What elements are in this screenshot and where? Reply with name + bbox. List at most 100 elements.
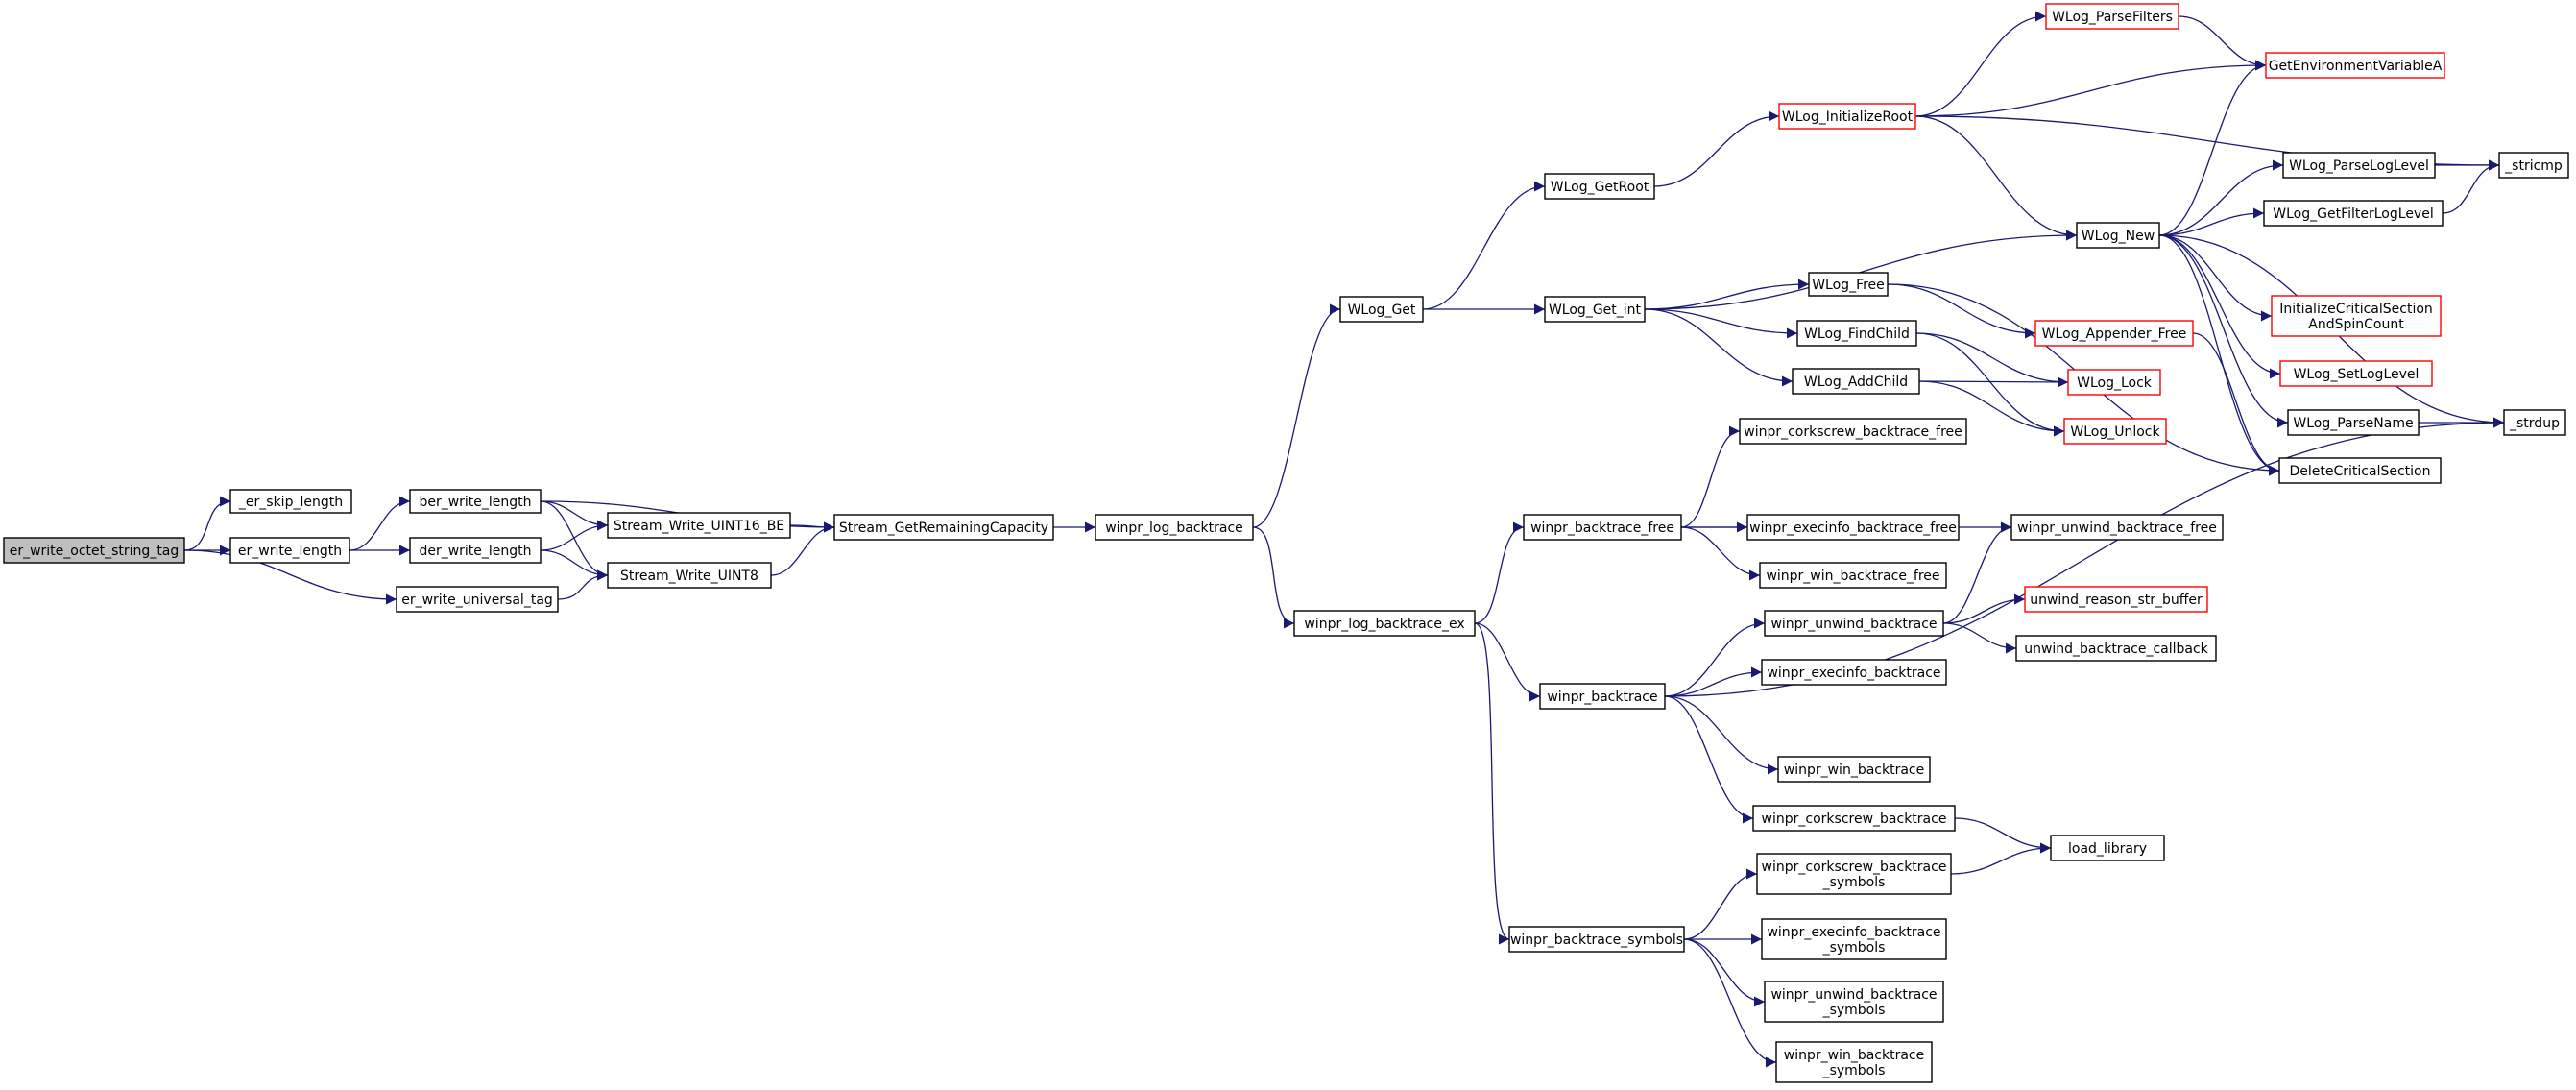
node-u16[interactable]: Stream_Write_UINT16_BE — [607, 512, 791, 539]
node-box[interactable] — [1752, 805, 1956, 832]
node-wlb[interactable]: winpr_log_backtrace — [1095, 514, 1254, 541]
node-box[interactable] — [229, 489, 352, 514]
node-uwsym[interactable]: winpr_unwind_backtrace_symbols — [1764, 981, 1944, 1023]
node-box[interactable] — [2279, 360, 2433, 387]
node-box[interactable] — [2287, 409, 2420, 436]
node-box[interactable] — [2015, 635, 2217, 662]
node-plevel[interactable]: WLog_ParseLogLevel — [2282, 152, 2436, 179]
node-box[interactable] — [409, 537, 542, 564]
node-box[interactable] — [833, 514, 1054, 541]
node-box[interactable] — [2263, 200, 2444, 227]
node-box[interactable] — [2271, 295, 2442, 337]
node-wbsym[interactable]: winpr_win_backtrace_symbols — [1775, 1041, 1933, 1083]
node-uwbt[interactable]: winpr_unwind_backtrace — [1764, 610, 1944, 637]
node-bt[interactable]: winpr_backtrace — [1539, 683, 1666, 710]
node-pfilters[interactable]: WLog_ParseFilters — [2045, 3, 2179, 30]
node-setlevel[interactable]: WLog_SetLogLevel — [2279, 360, 2433, 387]
node-box[interactable] — [1764, 981, 1944, 1023]
node-wfree[interactable]: WLog_Free — [1808, 272, 1889, 297]
node-box[interactable] — [1808, 272, 1889, 297]
node-box[interactable] — [3, 537, 185, 564]
node-box[interactable] — [1523, 514, 1682, 541]
node-box[interactable] — [2503, 409, 2566, 436]
node-root[interactable]: er_write_octet_string_tag — [3, 537, 185, 564]
node-eifree[interactable]: winpr_execinfo_backtrace_free — [1746, 514, 1960, 541]
node-box[interactable] — [1761, 659, 1947, 686]
node-eisym[interactable]: winpr_execinfo_backtrace_symbols — [1761, 918, 1947, 960]
node-box[interactable] — [1739, 418, 1967, 445]
node-cap[interactable]: Stream_GetRemainingCapacity — [833, 514, 1054, 541]
node-box[interactable] — [409, 489, 542, 514]
node-box[interactable] — [607, 562, 772, 589]
node-ccfree[interactable]: winpr_corkscrew_backtrace_free — [1739, 418, 1967, 445]
node-getint[interactable]: WLog_Get_int — [1544, 296, 1646, 323]
node-box[interactable] — [607, 512, 791, 539]
node-pname[interactable]: WLog_ParseName — [2287, 409, 2420, 436]
node-erlen[interactable]: er_write_length — [229, 537, 350, 564]
node-gflevel[interactable]: WLog_GetFilterLogLevel — [2263, 200, 2444, 227]
node-box[interactable] — [1544, 296, 1646, 323]
node-strdup[interactable]: _strdup — [2503, 409, 2566, 436]
node-findchild[interactable]: WLog_FindChild — [1796, 320, 1917, 347]
node-loadlib[interactable]: load_library — [2050, 835, 2165, 861]
node-box[interactable] — [396, 586, 559, 613]
node-box[interactable] — [229, 537, 350, 564]
node-eibt[interactable]: winpr_execinfo_backtrace — [1761, 659, 1947, 686]
node-ber[interactable]: ber_write_length — [409, 489, 542, 514]
node-delcs[interactable]: DeleteCriticalSection — [2278, 457, 2442, 484]
node-box[interactable] — [2278, 457, 2442, 484]
node-box[interactable] — [1508, 926, 1685, 953]
node-getroot[interactable]: WLog_GetRoot — [1544, 173, 1655, 200]
node-wlbex[interactable]: winpr_log_backtrace_ex — [1293, 610, 1476, 637]
node-getenv[interactable]: GetEnvironmentVariableA — [2265, 52, 2445, 79]
node-ubcb[interactable]: unwind_backtrace_callback — [2015, 635, 2217, 662]
node-uwfree[interactable]: winpr_unwind_backtrace_free — [2010, 514, 2224, 541]
node-wbfree[interactable]: winpr_win_backtrace_free — [1759, 562, 1947, 589]
node-appfree[interactable]: WLog_Appender_Free — [2034, 320, 2194, 347]
node-unlock[interactable]: WLog_Unlock — [2063, 418, 2167, 445]
node-box[interactable] — [2282, 152, 2436, 179]
node-box[interactable] — [1095, 514, 1254, 541]
node-box[interactable] — [2063, 418, 2167, 445]
node-box[interactable] — [1539, 683, 1666, 710]
node-urstr[interactable]: unwind_reason_str_buffer — [2024, 586, 2208, 613]
node-addchild[interactable]: WLog_AddChild — [1792, 368, 1920, 395]
node-ccbt[interactable]: winpr_corkscrew_backtrace — [1752, 805, 1956, 832]
node-box[interactable] — [2024, 586, 2208, 613]
node-skip[interactable]: _er_skip_length — [229, 489, 352, 514]
node-box[interactable] — [2265, 52, 2445, 79]
node-box[interactable] — [1775, 1041, 1933, 1083]
node-box[interactable] — [2010, 514, 2224, 541]
node-box[interactable] — [1759, 562, 1947, 589]
node-box[interactable] — [2076, 222, 2160, 249]
node-u8[interactable]: Stream_Write_UINT8 — [607, 562, 772, 589]
node-box[interactable] — [1293, 610, 1476, 637]
node-box[interactable] — [1339, 296, 1424, 323]
node-box[interactable] — [1796, 320, 1917, 347]
node-box[interactable] — [1777, 756, 1931, 783]
node-wnew[interactable]: WLog_New — [2076, 222, 2160, 249]
node-box[interactable] — [2067, 369, 2161, 396]
node-btfree[interactable]: winpr_backtrace_free — [1523, 514, 1682, 541]
node-btsym[interactable]: winpr_backtrace_symbols — [1508, 926, 1685, 953]
node-box[interactable] — [1756, 853, 1952, 895]
node-box[interactable] — [1761, 918, 1947, 960]
node-stricmp[interactable]: _stricmp — [2498, 152, 2569, 179]
node-ccsym[interactable]: winpr_corkscrew_backtrace_symbols — [1756, 853, 1952, 895]
node-box[interactable] — [1792, 368, 1920, 395]
node-box[interactable] — [2045, 3, 2179, 30]
node-initroot[interactable]: WLog_InitializeRoot — [1778, 103, 1916, 130]
node-box[interactable] — [2498, 152, 2569, 179]
node-box[interactable] — [1778, 103, 1916, 130]
node-box[interactable] — [1764, 610, 1944, 637]
node-box[interactable] — [2034, 320, 2194, 347]
node-univ[interactable]: er_write_universal_tag — [396, 586, 559, 613]
node-lock[interactable]: WLog_Lock — [2067, 369, 2161, 396]
node-wbbt[interactable]: winpr_win_backtrace — [1777, 756, 1931, 783]
node-wget[interactable]: WLog_Get — [1339, 296, 1424, 323]
node-box[interactable] — [2050, 835, 2165, 861]
node-box[interactable] — [1746, 514, 1960, 541]
node-box[interactable] — [1544, 173, 1655, 200]
node-der[interactable]: der_write_length — [409, 537, 542, 564]
